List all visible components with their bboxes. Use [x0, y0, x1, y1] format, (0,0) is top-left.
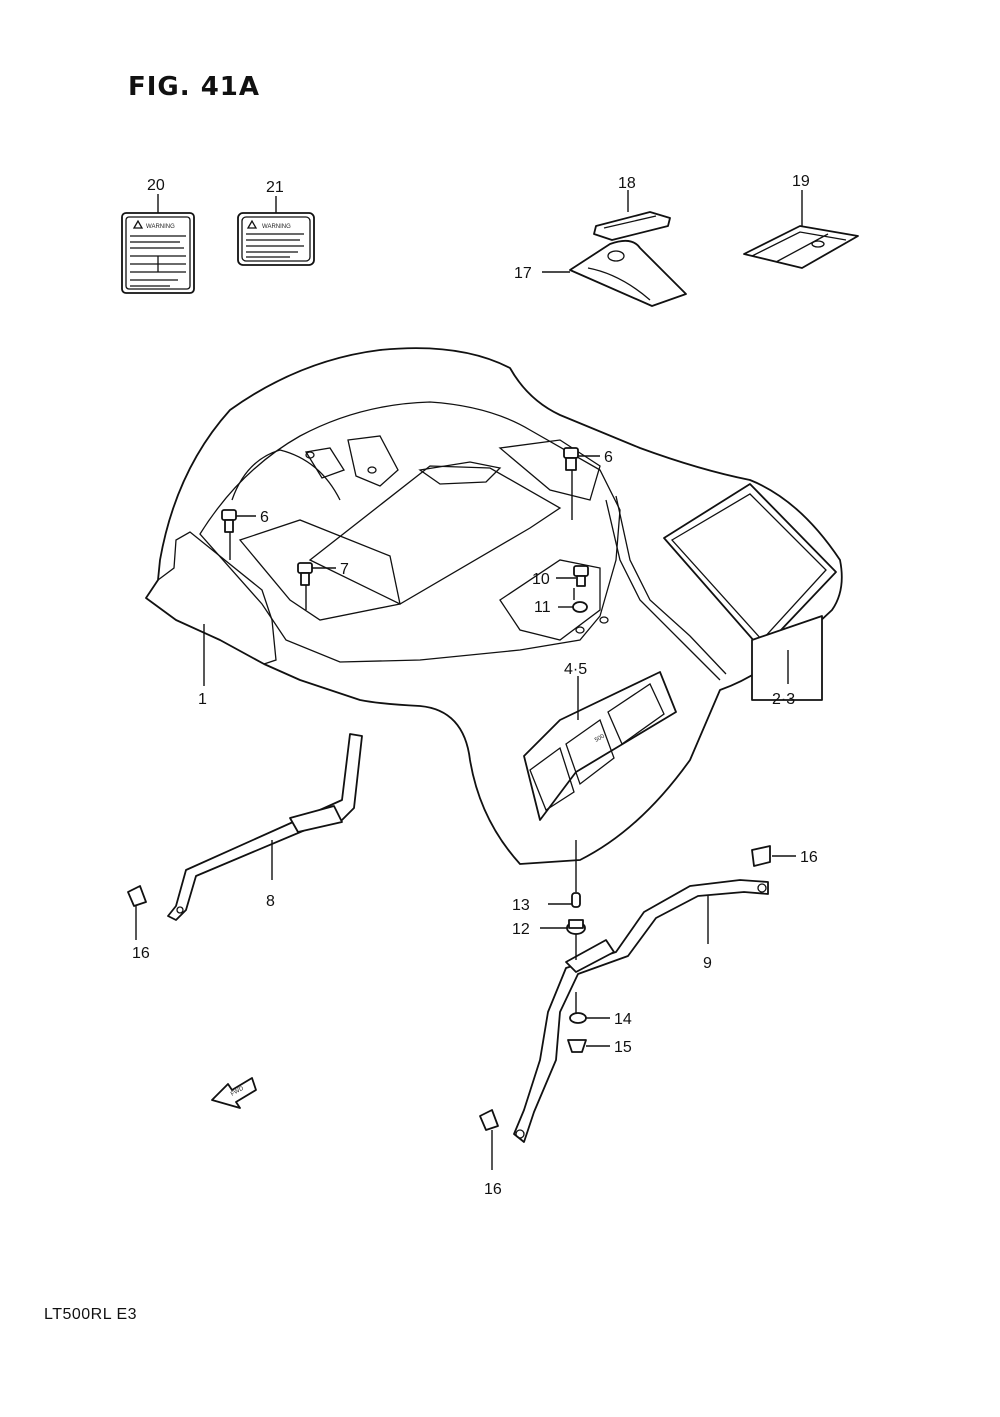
decal-500-text: 500: [594, 733, 606, 744]
strap-18: [593, 211, 671, 241]
tool-bag-17: [569, 239, 687, 307]
carrier-plate-2-3: [663, 483, 837, 701]
callout-16-bottom: 16: [484, 1181, 502, 1198]
figure-title: FIG. 41A: [128, 72, 261, 102]
nut-15: [567, 1039, 587, 1053]
callout-4-5: 4·5: [564, 661, 587, 678]
callout-10: 10: [532, 571, 550, 588]
warning-label-21: WARNING: [237, 212, 315, 266]
callout-20: 20: [147, 177, 165, 194]
grommet-12: [566, 919, 586, 935]
callout-8: 8: [266, 893, 275, 910]
rear-fender-1: [145, 347, 843, 865]
callout-9: 9: [703, 955, 712, 972]
warning-label-20: WARNING: [121, 212, 195, 294]
warning-label-20-text: WARNING: [146, 224, 175, 230]
bolt-7: [297, 562, 313, 586]
bushing-13: [571, 892, 581, 908]
warning-label-21-text: WARNING: [262, 224, 291, 230]
fender-brace-8: [167, 733, 363, 921]
tool-bag-19: [743, 225, 859, 269]
bolt-6-right: [563, 447, 579, 471]
screw-10: [573, 565, 589, 587]
callout-7: 7: [340, 561, 349, 578]
callout-11: 11: [534, 599, 551, 616]
callout-6-left: 6: [260, 509, 269, 526]
callout-16-right: 16: [800, 849, 818, 866]
cap-16-right: [751, 845, 771, 867]
callout-14: 14: [614, 1011, 632, 1028]
callout-6-right: 6: [604, 449, 613, 466]
fender-brace-9: [513, 879, 769, 1143]
callout-2-3: 2·3: [772, 691, 795, 708]
callout-16-left: 16: [132, 945, 150, 962]
callout-labels: 20 21 18 17 19 1 2·3 4·5 6 6 7 10 11 8 9…: [132, 173, 818, 1198]
washer-11: [572, 601, 588, 613]
washer-14: [569, 1012, 587, 1024]
callout-21: 21: [266, 179, 284, 196]
callout-17: 17: [514, 265, 532, 282]
leader-lines: [135, 190, 803, 1170]
callout-1: 1: [198, 691, 207, 708]
fwd-arrow-icon: FWD: [211, 1077, 257, 1109]
model-code: LT500RL E3: [44, 1306, 138, 1323]
callout-13: 13: [512, 897, 530, 914]
cap-16-left: [127, 885, 147, 907]
bolt-6-left: [221, 509, 237, 533]
cap-16-bottom: [479, 1109, 499, 1131]
decal-500-4-5: 500: [523, 671, 677, 821]
callout-12: 12: [512, 921, 530, 938]
callout-18: 18: [618, 175, 636, 192]
callout-19: 19: [792, 173, 810, 190]
callout-15: 15: [614, 1039, 632, 1056]
